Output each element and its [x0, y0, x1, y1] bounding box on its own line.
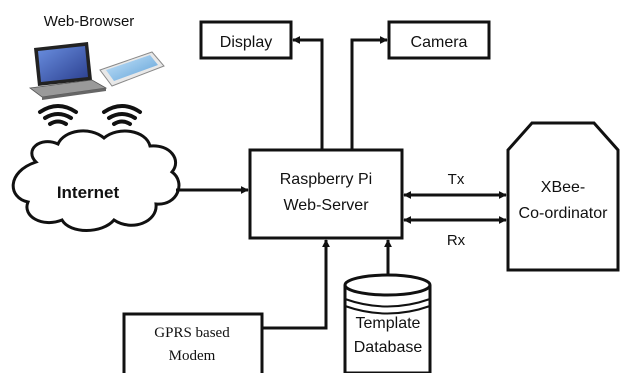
- laptop-icon: [28, 42, 108, 100]
- tx-label: Tx: [448, 171, 465, 188]
- internet-cloud: Internet: [11, 129, 181, 232]
- database-label: Database: [354, 339, 423, 356]
- wifi-signal-icon-right: [102, 104, 142, 126]
- camera-label: Camera: [411, 34, 468, 51]
- camera-box: [387, 20, 491, 60]
- xbee-label: XBee-: [541, 179, 585, 196]
- gprs-modem-box: [122, 312, 264, 373]
- rx-label: Rx: [447, 232, 466, 249]
- arrow-to-display: [292, 36, 324, 150]
- gprs-label: GPRS based: [154, 325, 230, 341]
- web-server-label: Web-Server: [283, 197, 369, 214]
- web-browser-label: Web-Browser: [44, 13, 135, 30]
- modem-label: Modem: [169, 348, 216, 364]
- co-ordinator-label: Co-ordinator: [519, 205, 609, 222]
- internet-label: Internet: [57, 183, 120, 202]
- wifi-signal-icon-left: [38, 104, 78, 126]
- raspberry-pi-web-server-box: [248, 148, 404, 240]
- arrow-to-camera: [350, 36, 388, 150]
- arrow-gprs-to-server: [262, 239, 330, 330]
- display-box: [199, 20, 293, 60]
- template-database-cylinder: Template Database: [343, 273, 432, 373]
- raspberry-pi-label: Raspberry Pi: [280, 171, 372, 188]
- template-label: Template: [356, 315, 421, 332]
- xbee-coordinator-box: [506, 121, 620, 272]
- display-label: Display: [220, 34, 272, 51]
- smartphone-icon: [99, 51, 165, 87]
